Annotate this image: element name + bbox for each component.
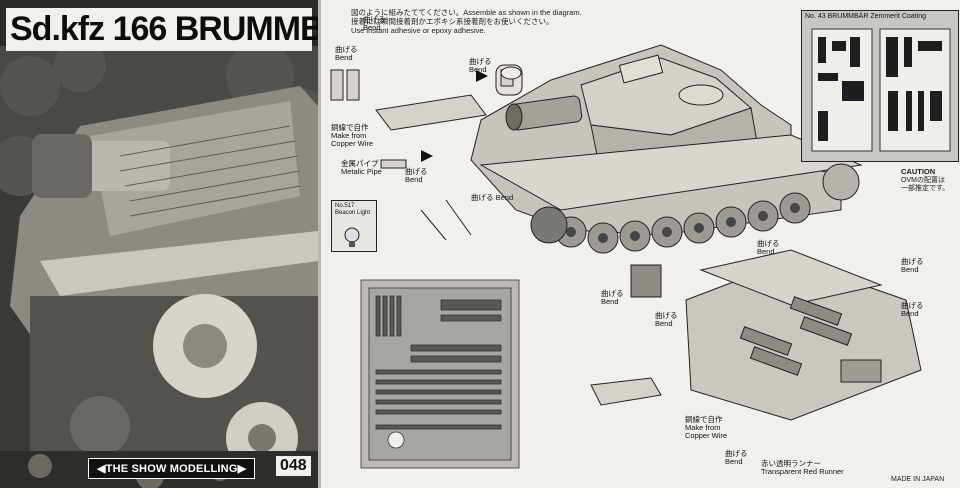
zimmerit-sheet-icon [811,28,951,152]
bend-label-9: 曲げる Bend [901,257,924,274]
made-in-label: MADE IN JAPAN [891,476,945,483]
caution-line-1: OVMの配置は [901,177,945,184]
copper-wire-label-1: 銅線で自作 Make from Copper Wire [331,123,374,148]
caution-note: CAUTION OVMの配置は 一部推定です。 [901,168,949,193]
engine-deck-drawing [685,249,922,421]
beacon-light-icon [344,227,360,247]
caution-line-2: 一部推定です。 [901,185,950,192]
bend-label-4: 曲げる Bend [405,167,428,184]
metal-pipe-label: 金属パイプ Metalic Pipe [341,159,382,176]
kit-number: 048 [276,456,311,476]
bend-label-1: 曲げる Bend [335,45,358,62]
instruction-sheet: 図のように組みたててください。Assemble as shown in the … [321,0,960,488]
cover-title: Sd.kfz 166 BRUMMBÄR [6,8,318,51]
beacon-light-label: No.517 Beacon Light [335,203,371,216]
bend-label-8: 曲げる Bend [655,311,678,328]
cover-photo [0,46,318,488]
bend-label-7: 曲げる Bend [601,289,624,306]
intro-text: 図のように組みたててください。Assemble as shown in the … [351,8,651,35]
bend-label-5: 曲げる Bend [471,193,514,202]
intro-line-1: 図のように組みたててください。Assemble as shown in the … [351,8,582,17]
intro-line-2: 接着には瞬間接着剤かエポキシ系接着剤をお使いください。 [351,17,554,26]
zimmerit-inset: No. 43 BRUMMBÄR Zemmerit Coating [801,10,959,162]
small-parts-drawing [330,66,662,406]
bend-label-2: 曲げる Bend [363,15,386,32]
bend-label-3: 曲げる Bend [469,57,492,74]
intro-line-3: Use instant adhesive or epoxy adhesive. [351,26,486,35]
caution-title: CAUTION [901,167,936,176]
brand-logo: ◀THE SHOW MODELLING▶ [88,458,256,479]
runner-label: 赤い透明ランナー Transparent Red Runner [761,459,844,476]
fold-line [318,0,321,488]
beacon-light-inset: No.517 Beacon Light [331,200,377,252]
bend-label-6: 曲げる Bend [757,239,780,256]
zimmerit-label: No. 43 BRUMMBÄR Zemmerit Coating [805,13,926,20]
photo-etch-fret-drawing [360,279,520,469]
copper-wire-label-2: 銅線で自作 Make from Copper Wire [685,415,728,440]
bend-label-10: 曲げる Bend [901,301,924,318]
bend-label-11: 曲げる Bend [725,449,748,466]
cover-panel: Sd.kfz 166 BRUMMBÄR ◀THE SHOW MODELLING▶… [0,0,318,488]
assembly-diagram [330,44,922,469]
